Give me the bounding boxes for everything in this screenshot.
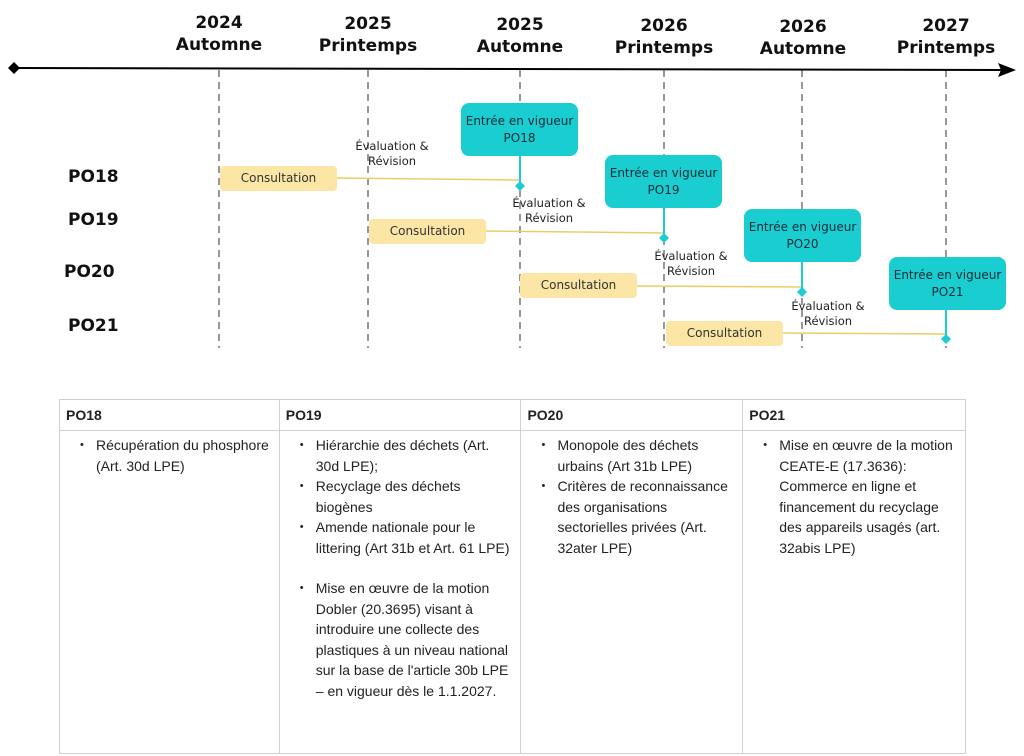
list-item: Mise en œuvre de la motion CEATE-E (17.3… <box>763 435 959 558</box>
bullet-list: Monopole des déchets urbains (Art 31b LP… <box>521 435 736 558</box>
evaluation-line: Révision <box>524 211 574 225</box>
connector-po18 <box>335 177 521 181</box>
vigueur-code: PO20 <box>786 236 819 251</box>
evaluation-line: Révision <box>367 154 417 168</box>
period-year: 2024 <box>195 13 243 33</box>
evaluation-label-po21: Évaluation & Révision <box>773 299 883 329</box>
period-season: Automne <box>759 39 847 59</box>
details-table: PO18 PO19 PO20 PO21 Récupération du phos… <box>59 399 966 754</box>
period-year: 2027 <box>922 16 970 36</box>
column-header: PO20 <box>520 399 744 431</box>
period-header: 2026 Automne <box>733 16 873 60</box>
consultation-box-po21: Consultation <box>666 321 783 346</box>
table-cell-po21: Mise en œuvre de la motion CEATE-E (17.3… <box>742 430 966 754</box>
vigueur-box-po21: Entrée en vigueur PO21 <box>889 257 1006 310</box>
milestone-diamond-po21 <box>941 334 951 344</box>
list-item: Critères de reconnaissance des organisat… <box>541 476 736 558</box>
table-cell-po18: Récupération du phosphore (Art. 30d LPE) <box>59 430 280 754</box>
connector-po19 <box>485 230 665 234</box>
axis-arrowhead <box>998 63 1016 77</box>
vigueur-box-po18: Entrée en vigueur PO18 <box>461 103 578 156</box>
milestone-diamond-po20 <box>797 287 807 297</box>
evaluation-line: Évaluation & <box>654 249 728 263</box>
evaluation-line: Évaluation & <box>791 299 865 313</box>
axis-start-diamond <box>8 62 20 74</box>
period-season: Printemps <box>318 36 418 56</box>
vigueur-code: PO21 <box>931 284 964 299</box>
period-season: Printemps <box>614 38 714 58</box>
consultation-box-po19: Consultation <box>369 219 486 244</box>
connector-po21 <box>782 332 947 335</box>
connector-po20 <box>636 285 803 288</box>
bullet-list: Mise en œuvre de la motion CEATE-E (17.3… <box>743 435 959 558</box>
evaluation-label-po20: Évaluation & Révision <box>636 249 746 279</box>
list-item: Récupération du phosphore (Art. 30d LPE) <box>80 435 273 476</box>
column-header: PO18 <box>59 399 280 431</box>
table-cell-po20: Monopole des déchets urbains (Art 31b LP… <box>520 430 744 754</box>
vigueur-text: Entrée en vigueur <box>893 267 1002 282</box>
vigueur-text: Entrée en vigueur <box>465 113 574 128</box>
list-item: Recyclage des déchets biogènes <box>300 476 515 517</box>
consultation-box-po18: Consultation <box>220 166 337 191</box>
row-label-po20: PO20 <box>64 262 115 282</box>
evaluation-line: Révision <box>803 314 853 328</box>
evaluation-label-po19: Évaluation & Révision <box>494 196 604 226</box>
table-header-row: PO18 PO19 PO20 PO21 <box>59 399 966 431</box>
list-item: Hiérarchie des déchets (Art. 30d LPE); <box>300 435 515 476</box>
evaluation-line: Révision <box>666 264 716 278</box>
evaluation-line: Évaluation & <box>355 139 429 153</box>
vigueur-text: Entrée en vigueur <box>609 165 718 180</box>
period-header: 2025 Automne <box>450 14 590 58</box>
milestone-diamond-po18 <box>515 181 525 191</box>
period-year: 2025 <box>496 15 544 35</box>
evaluation-label-po18: Évaluation & Révision <box>337 139 447 169</box>
period-season: Automne <box>476 37 564 57</box>
vigueur-box-po20: Entrée en vigueur PO20 <box>744 209 861 262</box>
consultation-box-po20: Consultation <box>520 273 637 298</box>
period-header: 2024 Automne <box>149 12 289 56</box>
vigueur-box-po19: Entrée en vigueur PO19 <box>605 155 722 208</box>
vigueur-text: Entrée en vigueur <box>748 219 857 234</box>
timeline-diagram <box>8 62 1016 348</box>
bullet-list: Hiérarchie des déchets (Art. 30d LPE); R… <box>280 435 515 701</box>
milestone-diamond-po19 <box>659 233 669 243</box>
period-season: Printemps <box>896 38 996 58</box>
row-label-po18: PO18 <box>68 167 119 187</box>
column-header: PO21 <box>742 399 966 431</box>
period-header: 2026 Printemps <box>594 15 734 59</box>
row-label-po21: PO21 <box>68 316 119 336</box>
table-cell-po19: Hiérarchie des déchets (Art. 30d LPE); R… <box>278 430 522 754</box>
bullet-list: Récupération du phosphore (Art. 30d LPE) <box>60 435 273 476</box>
period-header: 2025 Printemps <box>298 13 438 57</box>
list-item: Amende nationale pour le littering (Art … <box>300 517 515 558</box>
vigueur-code: PO18 <box>503 130 536 145</box>
evaluation-line: Évaluation & <box>512 196 586 210</box>
column-header: PO19 <box>278 399 522 431</box>
list-item: Monopole des déchets urbains (Art 31b LP… <box>541 435 736 476</box>
period-year: 2026 <box>779 17 827 37</box>
period-year: 2026 <box>640 16 688 36</box>
period-header: 2027 Printemps <box>876 15 1016 59</box>
table-row: Récupération du phosphore (Art. 30d LPE)… <box>59 430 966 754</box>
period-year: 2025 <box>344 14 392 34</box>
period-season: Automne <box>175 35 263 55</box>
time-axis <box>13 67 1004 71</box>
row-label-po19: PO19 <box>68 210 119 230</box>
list-item: Mise en œuvre de la motion Dobler (20.36… <box>300 578 515 701</box>
vigueur-code: PO19 <box>647 182 680 197</box>
